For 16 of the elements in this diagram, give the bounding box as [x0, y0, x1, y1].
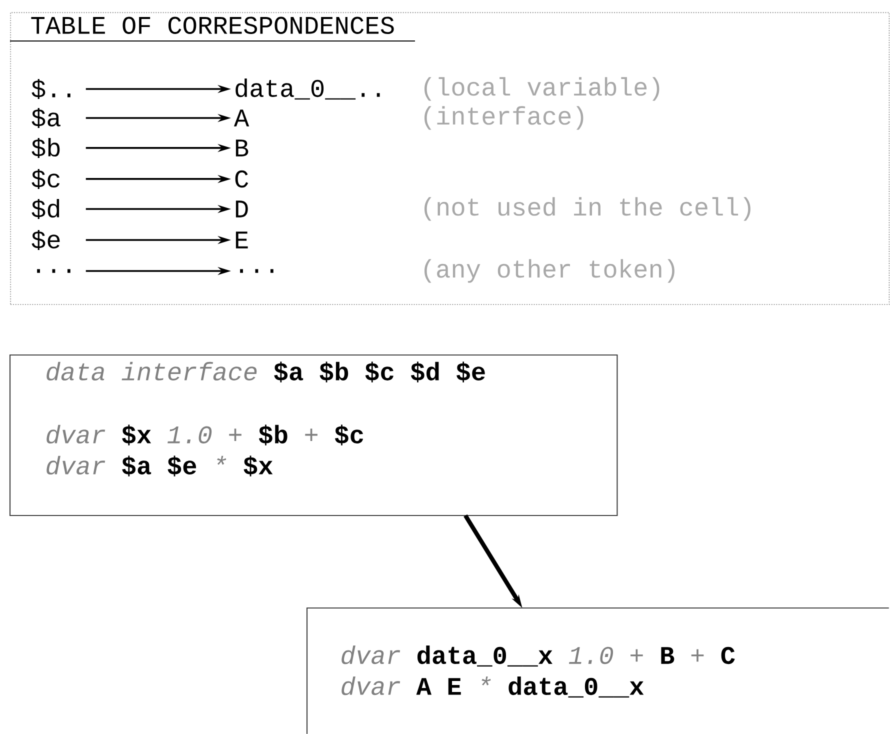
- source-token: $c: [32, 169, 60, 189]
- source-token: ...: [37, 269, 70, 273]
- code-box: dvar data_0__x 1.0 + B + C dvar A E* data_0__x: [306, 607, 889, 734]
- source-token: $b: [32, 138, 60, 158]
- target-token: A (interface): [234, 106, 584, 130]
- target-token: D (not used in the cell): [236, 197, 750, 221]
- source-token: $a: [32, 108, 60, 128]
- target-token: E: [236, 232, 248, 248]
- code-box: data interface $a $b $c $d $e dvar $x 1.0 + $b + $c dvar $a $e* $x: [9, 354, 618, 516]
- target-token: data_0__.. (local variable): [236, 77, 660, 101]
- target-token: B: [236, 140, 248, 156]
- source-token: $e: [32, 230, 60, 250]
- target-token: ... (any other token): [240, 259, 674, 283]
- source-token: $..: [32, 79, 70, 99]
- target-token: C: [235, 170, 248, 188]
- source-token: $d: [32, 198, 60, 220]
